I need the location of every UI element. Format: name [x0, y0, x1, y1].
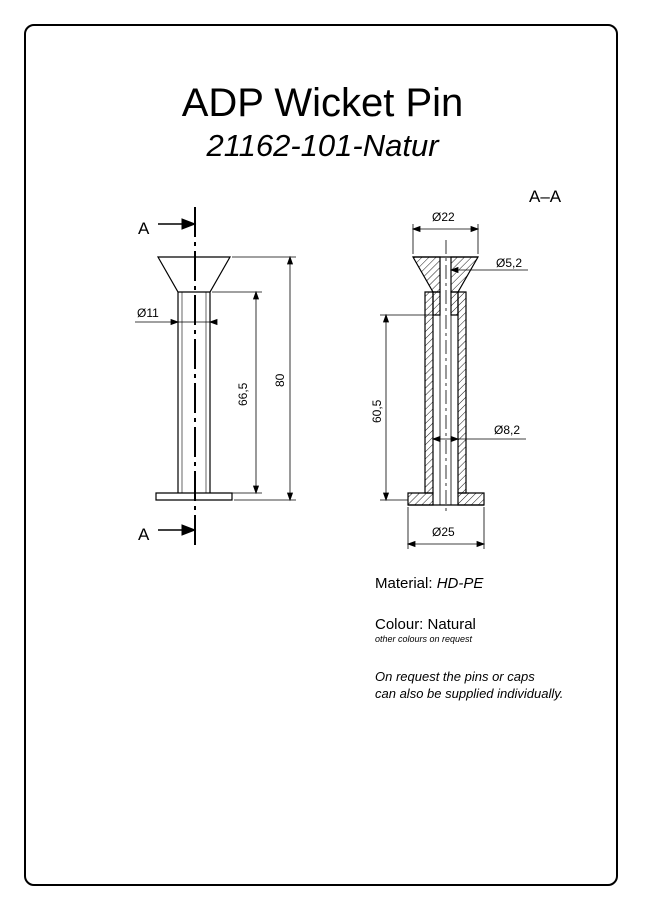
colour-note: other colours on request: [375, 634, 473, 644]
drawing-title: ADP Wicket Pin: [181, 81, 464, 125]
material-label: Material:: [375, 575, 433, 592]
dim-right-bore-diameter: Ø5,2: [496, 256, 522, 270]
right-dimension-lines: [380, 224, 528, 549]
head-section-left: [411, 256, 441, 293]
dim-right-top-diameter: Ø22: [432, 210, 455, 224]
base-section-right: [457, 492, 485, 506]
dim-right-shaft-diameter: Ø8,2: [494, 423, 520, 437]
part-number: 21162-101-Natur: [206, 128, 439, 163]
dim-right-length: 60,5: [370, 399, 384, 423]
section-cut-line: [158, 207, 197, 545]
section-marker-bottom: A: [138, 525, 150, 544]
drawing-frame: [24, 24, 618, 886]
pin-base-outline: [155, 492, 233, 501]
section-view: [407, 256, 485, 506]
material-value: HD-PE: [436, 575, 484, 592]
colour-line: Colour: Natural: [375, 616, 476, 633]
shaft-wall-left: [424, 291, 434, 494]
supply-note-line-1: On request the pins or caps: [375, 669, 535, 684]
head-section-right: [450, 256, 480, 293]
colour-label: Colour:: [375, 616, 424, 633]
dim-left-diameter: Ø11: [137, 306, 159, 320]
dim-right-base-diameter: Ø25: [432, 525, 455, 539]
section-marker-top: A: [138, 219, 150, 238]
material-line: Material: HD-PE: [375, 575, 483, 592]
supply-note: On request the pins or caps can also be …: [375, 668, 615, 702]
dim-left-inner-length: 66,5: [236, 382, 250, 406]
supply-note-line-2: can also be supplied individually.: [375, 686, 564, 701]
section-label: A–A: [529, 187, 562, 206]
dim-left-total-length: 80: [273, 373, 287, 387]
shaft-wall-right: [457, 291, 467, 494]
left-dimension-lines: [135, 255, 296, 502]
side-view: [155, 256, 233, 501]
base-section-left: [407, 492, 434, 506]
colour-value: Natural: [427, 616, 476, 633]
